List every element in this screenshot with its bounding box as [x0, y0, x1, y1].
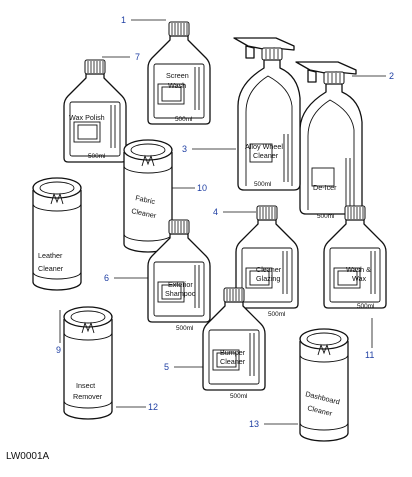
- bumper-cleaner-label-line1: Bumper: [220, 348, 246, 357]
- callout-13: 13: [249, 419, 259, 429]
- callout-1: 1: [121, 15, 126, 25]
- callout-10: 10: [197, 183, 207, 193]
- wash-wax-volume: 500ml: [357, 303, 374, 310]
- figure-reference: LW0001A: [6, 451, 50, 462]
- callout-4: 4: [213, 207, 218, 217]
- callout-11: 11: [365, 350, 374, 360]
- de-icer-volume: 500ml: [317, 213, 334, 220]
- screen-wash-label-line2: Wash: [168, 81, 186, 90]
- de-icer-label: De-Icer: [313, 183, 337, 192]
- screen-wash-volume: 500ml: [175, 116, 192, 123]
- exterior-shampoo-bottle: Exterior Shampoo 500ml: [147, 219, 211, 332]
- cleaner-glazing-label-line1: Cleaner: [256, 265, 282, 274]
- insect-remover-label-line1: Insect: [76, 381, 95, 390]
- wax-polish-volume: 500ml: [88, 153, 105, 160]
- cleaner-glazing-volume: 500ml: [268, 311, 285, 318]
- exterior-shampoo-volume: 500ml: [176, 325, 193, 332]
- alloy-wheel-label-line2: Cleaner: [253, 151, 279, 160]
- wash-wax-label-line2: Wax: [352, 274, 367, 283]
- screen-wash-label-line1: Screen: [166, 71, 189, 80]
- leather-cleaner-label-line2: Cleaner: [38, 264, 64, 273]
- insect-remover-can: Insect Remover: [63, 306, 113, 420]
- wax-polish-label: Wax Polish: [69, 113, 105, 122]
- leather-cleaner-can: Leather Cleaner: [32, 177, 82, 291]
- callout-7: 7: [135, 52, 140, 62]
- bumper-cleaner-bottle: Bumper Cleaner 500ml: [202, 287, 266, 400]
- alloy-wheel-volume: 500ml: [254, 181, 271, 188]
- exterior-shampoo-label-line1: Exterior: [168, 280, 193, 289]
- wash-and-wax-bottle: Wash & Wax 500ml: [323, 205, 387, 310]
- alloy-wheel-label-line1: Alloy Wheel: [245, 142, 283, 151]
- callout-2: 2: [389, 71, 394, 81]
- insect-remover-label-line2: Remover: [73, 392, 103, 401]
- callout-12: 12: [148, 402, 158, 412]
- bumper-cleaner-volume: 500ml: [230, 393, 247, 400]
- cleaner-glazing-bottle: Cleaner Glazing 500ml: [235, 205, 299, 318]
- dashboard-cleaner-can: Dashboard Cleaner: [299, 328, 349, 442]
- wash-wax-label-line1: Wash &: [346, 265, 371, 274]
- cleaner-glazing-label-line2: Glazing: [256, 274, 280, 283]
- callout-3: 3: [182, 144, 187, 154]
- fabric-cleaner-can: Fabric Cleaner: [123, 139, 173, 253]
- callout-6: 6: [104, 273, 109, 283]
- de-icer-spray: De-Icer 500ml: [295, 61, 363, 220]
- callout-numbers: 1 2 3 4 5 6 7 9 10 11 12 13: [56, 15, 394, 429]
- screen-wash-bottle: Screen Wash 500ml: [147, 21, 211, 125]
- exterior-shampoo-label-line2: Shampoo: [165, 289, 196, 298]
- bumper-cleaner-label-line2: Cleaner: [220, 357, 246, 366]
- wax-polish-bottle: Wax Polish 500ml: [63, 59, 127, 163]
- callout-5: 5: [164, 362, 169, 372]
- alloy-wheel-cleaner-spray: Alloy Wheel Cleaner 500ml: [233, 37, 301, 191]
- leader-lines: [59, 19, 386, 425]
- fabric-cleaner-label-line1: Fabric: [135, 193, 157, 206]
- callout-9: 9: [56, 345, 61, 355]
- leather-cleaner-label-line1: Leather: [38, 251, 63, 260]
